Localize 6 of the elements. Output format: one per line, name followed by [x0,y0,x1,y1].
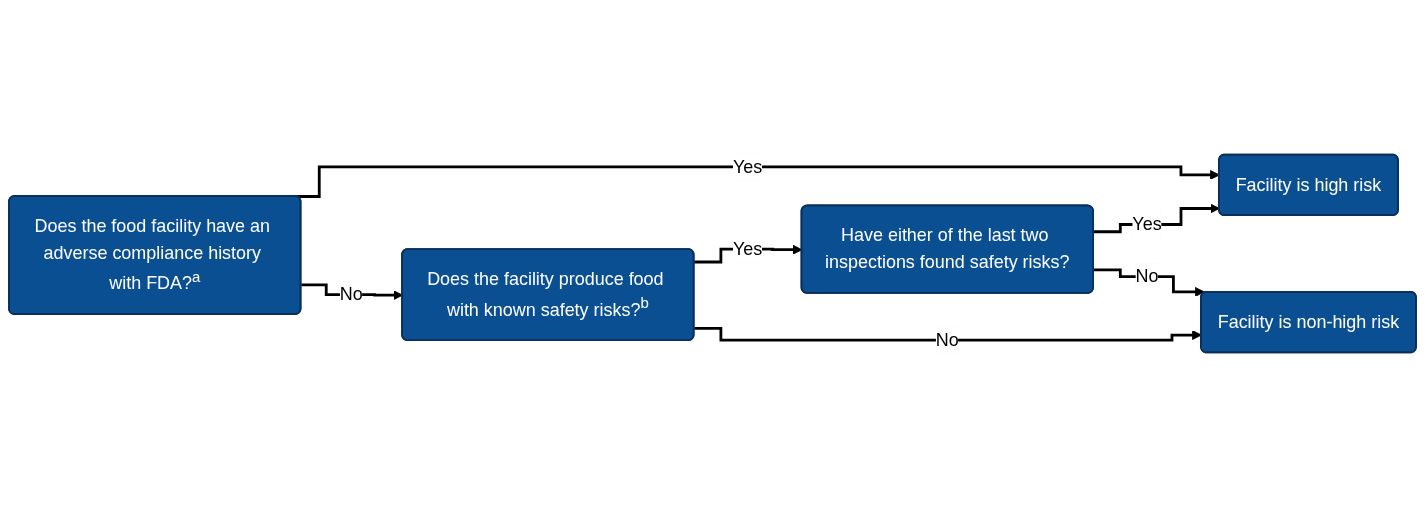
edge-label: No [1135,266,1159,286]
edge-label: No [935,329,959,350]
edge-label: Yes [732,239,763,259]
edge-label: No [339,284,363,304]
edge-label: Yes [1132,214,1162,234]
edge-label: Yes [732,156,763,176]
